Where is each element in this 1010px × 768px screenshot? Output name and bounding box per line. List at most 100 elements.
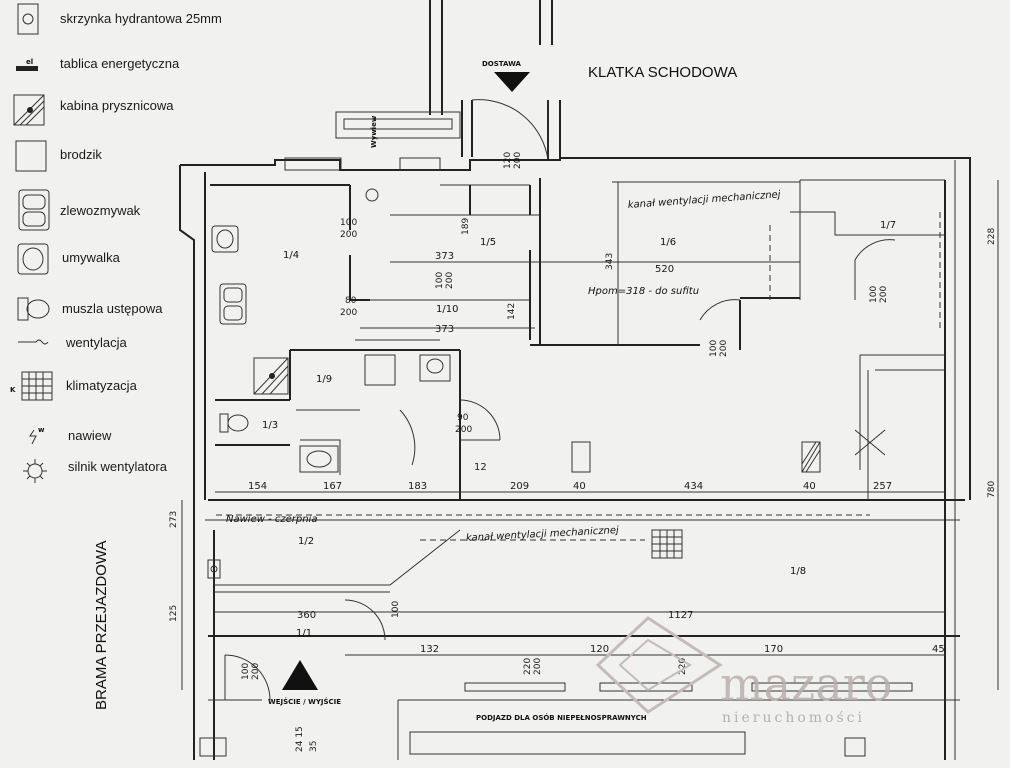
exhaust-label: Wywiew [370, 115, 378, 148]
legend: skrzynka hydrantowa 25mm el tablica ener… [10, 3, 222, 483]
svg-text:200: 200 [455, 425, 472, 435]
room-label: 1/1 [296, 628, 312, 639]
dim-40: 40 [803, 481, 816, 492]
legend-label-toilet: muszla ustępowa [62, 301, 163, 316]
legend-label-hydrant: skrzynka hydrantowa 25mm [60, 11, 222, 26]
dim-189: 189 [461, 218, 471, 235]
gate-label: BRAMA PRZEJAZDOWA [93, 541, 110, 710]
shower-cabin-icon [253, 357, 289, 395]
dim-520: 520 [655, 264, 674, 275]
dimension-lines [181, 180, 999, 690]
legend-label-ac: klimatyzacja [66, 378, 138, 393]
room-label: 1/4 [283, 250, 299, 261]
duct-label-top: kanał wentylacji mechanicznej [627, 189, 781, 211]
sink-icon [18, 189, 50, 231]
duct-vertical-line [769, 212, 941, 330]
svg-text:200: 200 [719, 340, 729, 357]
svg-text:90: 90 [457, 413, 469, 423]
svg-text:w: w [38, 426, 45, 434]
dim-257: 257 [873, 481, 892, 492]
svg-text:100: 100 [435, 272, 445, 289]
washbasin-icon [17, 243, 49, 275]
duct-label-bottom: kanał wentylacji mechanicznej [466, 525, 620, 544]
dim-170: 170 [764, 644, 783, 655]
fan-motor-icon [23, 459, 47, 483]
dim-40: 40 [573, 481, 586, 492]
fan-motor-icon [365, 188, 379, 202]
svg-text:100: 100 [241, 663, 251, 680]
ventilation-icon [18, 339, 49, 345]
dim-24-15: 24 15 [295, 726, 305, 752]
shower-tray-icon [364, 354, 396, 386]
air-inlet-icon: w [29, 426, 45, 445]
washbasin-icon [211, 225, 239, 253]
watermark-logo [595, 616, 723, 714]
interior-walls [214, 178, 945, 701]
air-conditioning-icon [651, 529, 683, 559]
svg-text:200: 200 [251, 663, 261, 680]
svg-text:100: 100 [391, 601, 401, 618]
legend-label-sink: zlewozmywak [60, 203, 141, 218]
dim-183: 183 [408, 481, 427, 492]
dim-1127: 1127 [668, 610, 693, 621]
svg-text:220: 220 [678, 658, 688, 675]
svg-text:100: 100 [340, 218, 357, 228]
legend-label-fan: silnik wentylatora [68, 459, 168, 474]
svg-text:200: 200 [340, 308, 357, 318]
dim-142: 142 [507, 303, 517, 320]
height-label: Hpom=318 - do sufitu [588, 286, 699, 297]
hydrant-box-icon [17, 3, 39, 35]
dim-228: 228 [987, 228, 997, 245]
room-label: 1/9 [316, 374, 332, 385]
room-label: 1/7 [880, 220, 896, 231]
svg-text:200: 200 [513, 152, 523, 169]
dim-373: 373 [435, 251, 454, 262]
svg-text:100: 100 [709, 340, 719, 357]
ramp-label: PODJAZD DLA OSÓB NIEPEŁNOSPRAWNYCH [476, 713, 647, 722]
outer-walls [179, 157, 971, 760]
windows [199, 157, 913, 757]
dim-360: 360 [297, 610, 316, 621]
dim-132: 132 [420, 644, 439, 655]
room-label: 1/2 [298, 536, 314, 547]
watermark-brand: mazaro [720, 657, 892, 711]
room-label: 1/6 [660, 237, 676, 248]
hydrant-box-icon [207, 559, 221, 579]
delivery-label: DOSTAWA [482, 60, 522, 68]
legend-label-ventilation: wentylacja [65, 335, 127, 350]
legend-label-shower: kabina prysznicowa [60, 98, 174, 113]
room-label: 1/8 [790, 566, 806, 577]
dim-154: 154 [248, 481, 267, 492]
shower-cabin-icon [13, 94, 45, 126]
svg-text:200: 200 [533, 658, 543, 675]
room-label: 1/10 [436, 304, 458, 315]
toilet-icon [219, 413, 249, 433]
svg-text:200: 200 [445, 272, 455, 289]
dim-120: 120 [590, 644, 609, 655]
watermark-sub: nieruchomości [722, 710, 865, 726]
shower-tray-icon [15, 140, 47, 172]
dim-780: 780 [987, 481, 997, 498]
dim-373: 373 [435, 324, 454, 335]
svg-text:200: 200 [340, 230, 357, 240]
legend-label-power: tablica energetyczna [60, 56, 180, 71]
entrance-label: WEJŚCIE / WYJŚCIE [268, 697, 341, 706]
svg-text:el: el [26, 58, 33, 66]
toilet-icon [17, 297, 50, 321]
supply-label: Nawiew - czerpnia [226, 514, 317, 525]
svg-text:100: 100 [869, 286, 879, 303]
dim-167: 167 [323, 481, 342, 492]
svg-text:120: 120 [503, 152, 513, 169]
stairwell-area [335, 0, 561, 161]
dim-12: 12 [474, 462, 487, 473]
dim-273: 273 [169, 511, 179, 528]
legend-label-inlet: nawiew [68, 428, 112, 443]
svg-text:200: 200 [879, 286, 889, 303]
stairwell-label: KLATKA SCHODOWA [588, 64, 737, 81]
svg-text:K: K [10, 386, 16, 394]
cross-mark [854, 429, 886, 456]
room-label: 1/3 [262, 420, 278, 431]
dim-434: 434 [684, 481, 703, 492]
